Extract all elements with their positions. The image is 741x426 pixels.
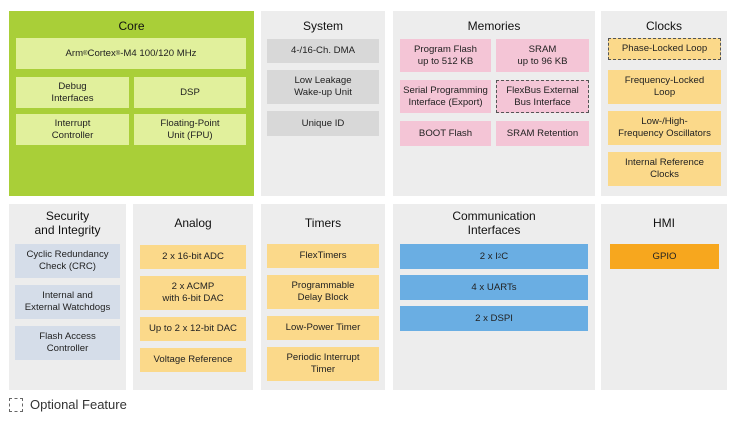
adc-block: 2 x 16-bit ADC: [140, 245, 246, 269]
interrupt-controller-block: Interrupt Controller: [16, 114, 129, 145]
clocks-title: Clocks: [645, 19, 682, 33]
hmi-title: HMI: [653, 216, 675, 230]
analog-panel: Analog 2 x 16-bit ADC 2 x ACMP with 6-bi…: [133, 204, 253, 390]
pll-block: Phase-Locked Loop: [608, 38, 721, 60]
timers-panel: Timers FlexTimers Programmable Delay Blo…: [261, 204, 385, 390]
cortex-spec: -M4 100/120 MHz: [120, 47, 197, 59]
flextimers-block: FlexTimers: [267, 244, 379, 268]
fpu-block: Floating-Point Unit (FPU): [134, 114, 246, 145]
watchdogs-block: Internal and External Watchdogs: [15, 285, 120, 319]
fll-block: Frequency-Locked Loop: [608, 70, 721, 104]
communication-title: Communication Interfaces: [452, 209, 536, 237]
sram-retention-block: SRAM Retention: [496, 121, 589, 146]
i2c-label-a: 2 x I: [479, 250, 498, 262]
system-panel: System 4-/16-Ch. DMA Low Leakage Wake-up…: [261, 11, 385, 196]
memories-title: Memories: [467, 19, 521, 33]
gpio-block: GPIO: [610, 244, 719, 269]
arm-cortex-m4-block: Arm® Cortex®-M4 100/120 MHz: [16, 38, 246, 69]
uarts-block: 4 x UARTs: [400, 275, 588, 300]
low-power-timer-block: Low-Power Timer: [267, 316, 379, 340]
security-panel: Security and Integrity Cyclic Redundancy…: [9, 204, 126, 390]
analog-title: Analog: [174, 216, 212, 230]
memories-panel: Memories Program Flash up to 512 KB SRAM…: [393, 11, 595, 196]
voltage-reference-block: Voltage Reference: [140, 348, 246, 372]
optional-feature-swatch: [9, 397, 23, 412]
core-title: Core: [118, 19, 145, 33]
acmp-block: 2 x ACMP with 6-bit DAC: [140, 276, 246, 310]
legend: Optional Feature: [9, 397, 127, 412]
unique-id-block: Unique ID: [267, 111, 379, 136]
security-title: Security and Integrity: [34, 209, 101, 237]
boot-flash-block: BOOT Flash: [400, 121, 491, 146]
timers-title: Timers: [304, 216, 342, 230]
dac-block: Up to 2 x 12-bit DAC: [140, 317, 246, 341]
periodic-interrupt-timer-block: Periodic Interrupt Timer: [267, 347, 379, 381]
legend-label: Optional Feature: [30, 397, 127, 412]
hmi-panel: HMI GPIO: [601, 204, 727, 390]
internal-reference-clocks-block: Internal Reference Clocks: [608, 152, 721, 186]
flash-access-controller-block: Flash Access Controller: [15, 326, 120, 360]
crc-block: Cyclic Redundancy Check (CRC): [15, 244, 120, 278]
dma-block: 4-/16-Ch. DMA: [267, 39, 379, 63]
system-title: System: [302, 19, 343, 33]
debug-interfaces-block: Debug Interfaces: [16, 77, 129, 108]
sram-block: SRAM up to 96 KB: [496, 39, 589, 72]
cortex-label: Cortex: [87, 47, 116, 59]
flexbus-block: FlexBus External Bus Interface: [496, 80, 589, 113]
core-panel: Core Arm® Cortex®-M4 100/120 MHz Debug I…: [9, 11, 254, 196]
program-flash-block: Program Flash up to 512 KB: [400, 39, 491, 72]
arm-prefix: Arm: [65, 47, 84, 59]
clocks-panel: Clocks Phase-Locked Loop Frequency-Locke…: [601, 11, 727, 196]
dspi-block: 2 x DSPI: [400, 306, 588, 331]
programmable-delay-block: Programmable Delay Block: [267, 275, 379, 309]
dsp-block: DSP: [134, 77, 246, 108]
i2c-label-b: C: [501, 250, 509, 262]
wakeup-unit-block: Low Leakage Wake-up Unit: [267, 70, 379, 104]
serial-programming-block: Serial Programming Interface (Export): [400, 80, 491, 113]
oscillators-block: Low-/High- Frequency Oscillators: [608, 111, 721, 145]
